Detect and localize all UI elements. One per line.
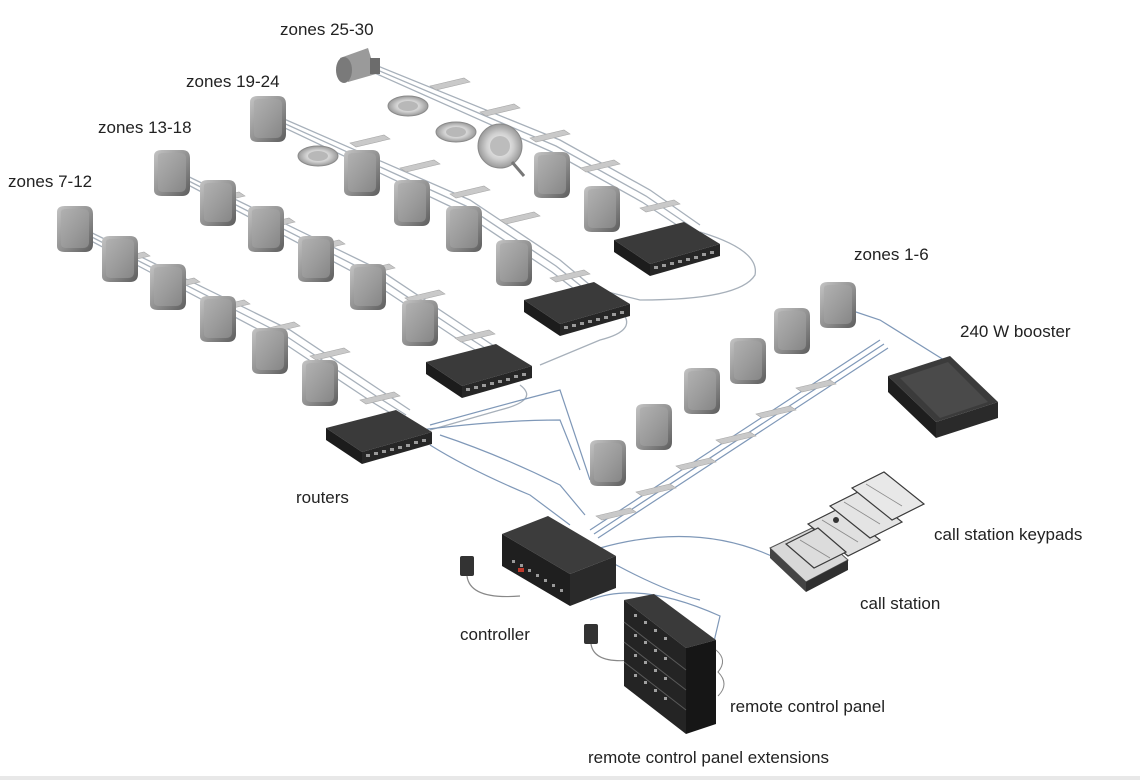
box-speaker-icon [584, 186, 620, 232]
bottom-divider [0, 776, 1140, 780]
box-speaker-icon [402, 300, 438, 346]
speakers-zones-25-30 [336, 48, 620, 232]
ceiling-speaker-icon [297, 145, 339, 167]
box-speaker-icon [590, 440, 626, 486]
box-speaker-icon [248, 206, 284, 252]
router-links [419, 389, 591, 526]
label-call-station: call station [860, 594, 941, 613]
box-speaker-icon [446, 206, 482, 252]
label-zones-7-12: zones 7-12 [8, 172, 93, 191]
remote-control-panel-icon [623, 594, 725, 734]
box-speaker-icon [636, 404, 672, 450]
box-speaker-icon [252, 328, 288, 374]
call-station-keypads [784, 471, 926, 569]
label-controller: controller [460, 625, 530, 644]
box-speaker-icon [200, 296, 236, 342]
label-remote-control-panel: remote control panel [730, 697, 885, 716]
box-speaker-icon [496, 240, 532, 286]
box-speaker-icon [344, 150, 380, 196]
router-device-icon [524, 282, 630, 336]
box-speaker-icon [394, 180, 430, 226]
router-device-icon [326, 410, 432, 464]
box-speaker-icon [250, 96, 286, 142]
box-speaker-icon [154, 150, 190, 196]
box-speaker-icon [302, 360, 338, 406]
booster-amplifier-icon [888, 356, 998, 438]
box-speaker-icon [534, 152, 570, 198]
speakers-zones-13-18 [154, 150, 438, 346]
box-speaker-icon [57, 206, 93, 252]
box-speaker-icon [150, 264, 186, 310]
box-speaker-icon [774, 308, 810, 354]
box-speaker-icon [298, 236, 334, 282]
router-device-icon [614, 222, 720, 276]
label-call-station-keypads: call station keypads [934, 525, 1083, 544]
box-speaker-icon [820, 282, 856, 328]
router-device-icon [426, 344, 532, 398]
horn-speaker-icon [477, 123, 526, 177]
horn-speaker-icon [336, 48, 380, 83]
controller-device-icon [502, 516, 616, 606]
label-routers: routers [296, 488, 349, 507]
label-zones-19-24: zones 19-24 [186, 72, 280, 91]
ceiling-speaker-icon [435, 121, 477, 143]
label-remote-control-panel-extensions: remote control panel extensions [588, 748, 829, 767]
box-speaker-icon [102, 236, 138, 282]
label-zones-1-6: zones 1-6 [854, 245, 929, 264]
ceiling-speaker-icon [387, 95, 429, 117]
power-adapter-icon [460, 556, 521, 598]
box-speaker-icon [730, 338, 766, 384]
box-speaker-icon [684, 368, 720, 414]
label-240w-booster: 240 W booster [960, 322, 1071, 341]
box-speaker-icon [200, 180, 236, 226]
box-speaker-icon [350, 264, 386, 310]
label-zones-25-30: zones 25-30 [280, 20, 374, 39]
label-zones-13-18: zones 13-18 [98, 118, 192, 137]
